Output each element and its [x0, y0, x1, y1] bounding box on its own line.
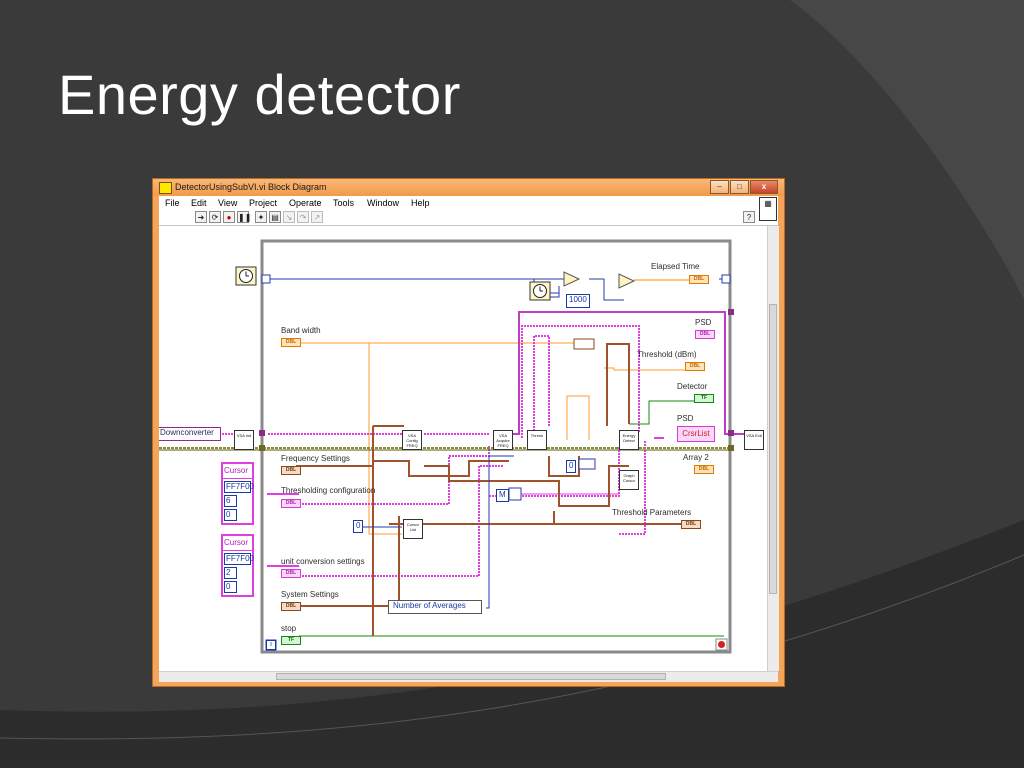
cursor-cluster-2-header: Cursor [223, 536, 252, 551]
menu-file[interactable]: File [165, 198, 180, 208]
cursor-cluster-2-value-1[interactable]: 2 [224, 567, 237, 579]
zero-constant-a[interactable]: 0 [566, 460, 577, 473]
menu-help[interactable]: Help [411, 198, 430, 208]
vsa-init-subvi[interactable]: VSA Init [234, 430, 254, 450]
elapsed-time-label: Elapsed Time [651, 262, 700, 271]
threshold-dbm-indicator[interactable]: DBL [685, 362, 705, 371]
retain-wire-icon[interactable]: ▤ [269, 211, 281, 223]
run-arrow-icon[interactable]: ➜ [195, 211, 207, 223]
cursor-cluster-1-value-1[interactable]: 6 [224, 495, 237, 507]
vsa-config-subvi[interactable]: VSA Config FREQ [402, 430, 422, 450]
cursor-cluster-2-value-2[interactable]: 0 [224, 581, 237, 593]
vi-icon: ▦ [759, 197, 777, 221]
menu-bar: File Edit View Project Operate Tools Win… [159, 196, 778, 210]
vsa-acquire-subvi[interactable]: VSA Acquire FREQ [493, 430, 513, 450]
vertical-scroll-thumb[interactable] [769, 304, 777, 594]
unit-conversion-settings-label: unit conversion settings [281, 557, 365, 566]
array2-label: Array 2 [683, 453, 709, 462]
vsa-exit-subvi[interactable]: VSA Exit [744, 430, 764, 450]
threshold-parameters-indicator[interactable]: DBL [681, 520, 701, 529]
thresholding-configuration-label: Thresholding configuration [281, 486, 376, 495]
thresholding-configuration-control[interactable]: DBL [281, 499, 301, 508]
m-index-constant[interactable]: M [496, 489, 509, 502]
run-continuously-icon[interactable]: ⟳ [209, 211, 221, 223]
number-of-averages-property[interactable]: Number of Averages [388, 600, 482, 614]
cursor-cluster-1-color[interactable]: FF7F00 [224, 481, 255, 493]
band-width-control[interactable]: DBL [281, 338, 301, 347]
thresh-subvi[interactable]: Thresh [527, 430, 547, 450]
cursor-cluster-1[interactable]: Cursor FF7F00 6 0 [221, 462, 254, 525]
wait-ms-constant[interactable]: 1000 [566, 294, 590, 308]
detector-label: Detector [677, 382, 708, 391]
window-titlebar[interactable]: DetectorUsingSubVI.vi Block Diagram – □ … [153, 179, 784, 196]
step-over-icon[interactable]: ↷ [297, 211, 309, 223]
labview-window: DetectorUsingSubVI.vi Block Diagram – □ … [153, 179, 784, 686]
window-title: DetectorUsingSubVI.vi Block Diagram [175, 182, 327, 192]
labview-app-icon [159, 182, 172, 194]
context-help-button[interactable]: ? [743, 211, 755, 223]
menu-view[interactable]: View [218, 198, 238, 208]
vertical-scrollbar[interactable] [767, 226, 779, 671]
menu-window[interactable]: Window [367, 198, 400, 208]
system-settings-control[interactable]: DBL [281, 602, 301, 611]
band-width-label: Band width [281, 326, 321, 335]
horizontal-scrollbar[interactable] [159, 671, 778, 682]
graph-cursor-subvi[interactable]: Graph Cursor [619, 470, 639, 490]
threshold-dbm-label: Threshold (dBm) [637, 350, 697, 359]
menu-operate[interactable]: Operate [289, 198, 322, 208]
maximize-button[interactable]: □ [730, 180, 749, 194]
cursor-list-subvi[interactable]: Cursor List [403, 519, 423, 539]
cursor-cluster-1-header: Cursor [223, 464, 252, 479]
frequency-settings-control[interactable]: DBL [281, 466, 301, 475]
toolbar: ➜ ⟳ ● ❚❚ ✦ ▤ ↘ ↷ ↗ ? ▦ [159, 197, 778, 226]
bulb-icon[interactable]: ✦ [255, 211, 267, 223]
step-out-icon[interactable]: ↗ [311, 211, 323, 223]
psd-top-label: PSD [695, 318, 712, 327]
slide-title: Energy detector [58, 63, 461, 126]
frequency-settings-label: Frequency Settings [281, 454, 350, 463]
psd-top-indicator[interactable]: DBL [695, 330, 715, 339]
cursor-cluster-2[interactable]: Cursor FF7F00 2 0 [221, 534, 254, 597]
unit-conversion-settings-control[interactable]: DBL [281, 569, 301, 578]
abort-icon[interactable]: ● [223, 211, 235, 223]
loop-iteration-terminal: i [266, 640, 276, 650]
energy-detect-subvi[interactable]: Energy Detect [619, 430, 639, 450]
elapsed-time-indicator[interactable]: DBL [689, 275, 709, 284]
menu-tools[interactable]: Tools [333, 198, 355, 208]
menu-project[interactable]: Project [249, 198, 278, 208]
close-button[interactable]: x [750, 180, 778, 194]
step-into-icon[interactable]: ↘ [283, 211, 295, 223]
pause-icon[interactable]: ❚❚ [237, 211, 252, 223]
threshold-parameters-label: Threshold Parameters [612, 508, 692, 517]
stop-label: stop [281, 624, 297, 633]
cursor-cluster-2-color[interactable]: FF7F00 [224, 553, 255, 565]
downconverter-control[interactable]: Downconverter [159, 427, 221, 441]
array2-indicator[interactable]: DBL [694, 465, 714, 474]
zero-constant-b[interactable]: 0 [353, 520, 364, 533]
minimize-button[interactable]: – [710, 180, 729, 194]
detector-indicator[interactable]: TF [694, 394, 714, 403]
cursor-cluster-1-value-2[interactable]: 0 [224, 509, 237, 521]
menu-edit[interactable]: Edit [191, 198, 207, 208]
csrlist-indicator[interactable]: CrsrList [677, 426, 715, 442]
psd-mid-label: PSD [677, 414, 694, 423]
horizontal-scroll-thumb[interactable] [276, 673, 666, 680]
block-diagram-canvas[interactable]: Elapsed Time Band width PSD Threshold (d… [159, 226, 767, 671]
stop-control[interactable]: TF [281, 636, 301, 645]
system-settings-label: System Settings [281, 590, 339, 599]
